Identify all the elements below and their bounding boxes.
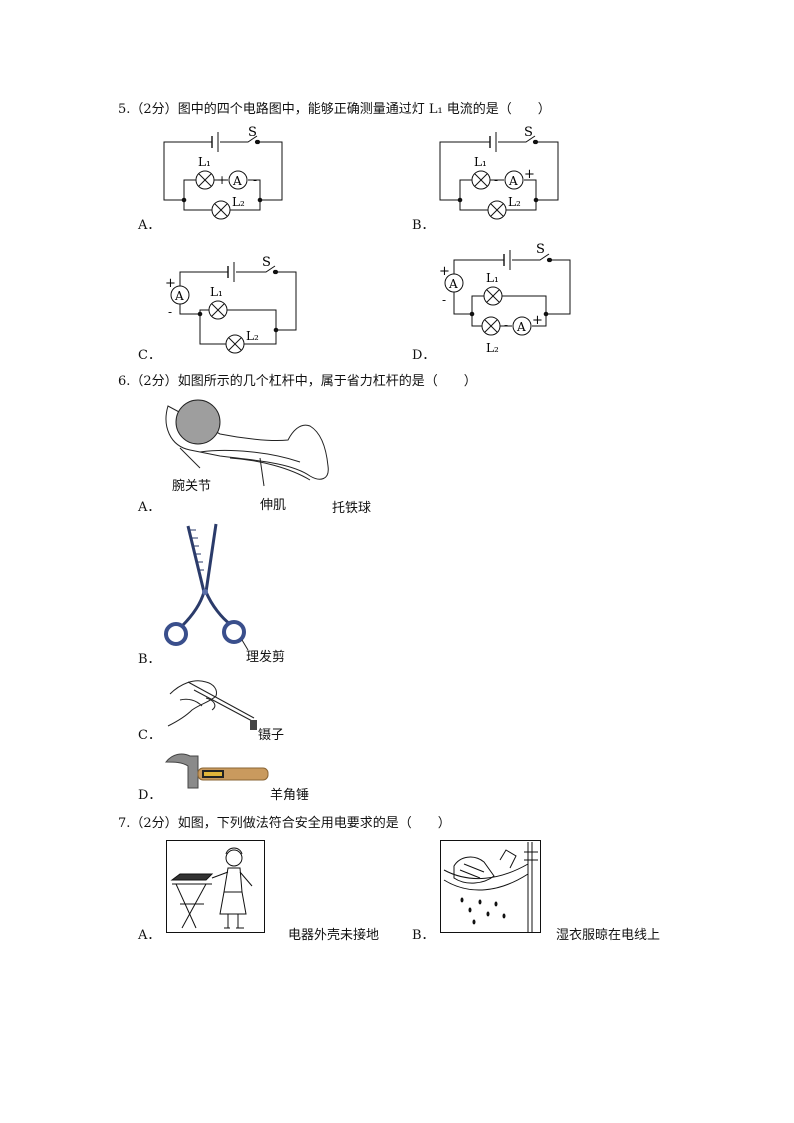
caption-wet-clothes-on-wire: 湿衣服晾在电线上 [556,928,661,943]
lamp-l1-label: L₁ [210,285,223,299]
option-letter: C． [138,348,161,363]
wet-clothes-on-wire-image [440,840,541,933]
switch-label: S [248,125,257,140]
pivot-screw-icon [202,589,208,595]
question-text: 如图所示的几个杠杆中，属于省力杠杆的是（ ） [177,374,477,389]
circuit-diagram-c: S A + - L₁ L₂ [165,255,297,354]
ammeter-label: A [508,174,518,188]
option-letter: C． [138,728,161,743]
hair-scissors-image [164,523,249,651]
question-points: （2分） [130,374,178,389]
tweezers-image [167,680,257,730]
circuit-diagram-a: S L₁ A + - L₂ [163,125,283,220]
question-text: 如图，下列做法符合安全用电要求的是（ ） [177,816,451,831]
caption-extensor-muscle: 伸肌 [260,498,287,513]
minus-terminal: - [253,173,257,187]
question-number: 7. [118,816,131,831]
circuit-diagram-d: S A + - L₁ A - + L₂ [439,242,571,355]
option-letter: B． [138,652,161,667]
minus-terminal: - [168,305,172,319]
lamp-l2-label: L₂ [232,195,245,209]
question-number: 5. [118,102,131,117]
ammeter-label: A [232,174,242,188]
caption-tweezers: 镊子 [258,728,285,743]
ammeter-label: A [516,320,526,334]
lamp-l2-label: L₂ [508,195,521,209]
plus-terminal: + [217,173,227,187]
option-letter: D． [138,788,162,803]
caption-wrist-joint: 腕关节 [172,479,212,494]
lamp-l2-label: L₂ [486,341,499,355]
lamp-l1-label: L₁ [486,271,499,285]
caption-claw-hammer: 羊角锤 [270,788,310,803]
circuit-diagram-b: S L₁ A - + L₂ [439,125,559,220]
minus-terminal: - [494,173,498,187]
question-5-stem: 5.（2分）图中的四个电路图中，能够正确测量通过灯 L₁ 电流的是（ ） [118,98,551,117]
caption-ungrounded-casing: 电器外壳未接地 [288,928,380,943]
switch-label: S [536,242,545,257]
arm-holding-iron-ball-image [165,399,329,487]
plus-terminal: + [165,276,176,291]
ungrounded-appliance-image [166,840,265,933]
question-points: （2分） [130,816,178,831]
ammeter-label: A [448,277,458,291]
iron-ball-icon [175,399,221,445]
option-letter: B． [412,928,435,943]
lamp-l2-label: L₂ [246,329,259,343]
question-6-stem: 6.（2分）如图所示的几个杠杆中，属于省力杠杆的是（ ） [118,370,477,389]
plus-terminal: + [439,264,450,279]
plus-terminal: + [524,167,535,182]
question-number: 6. [118,374,131,389]
question-7-stem: 7.（2分）如图，下列做法符合安全用电要求的是（ ） [118,812,451,831]
option-letter: D． [412,348,436,363]
switch-label: S [524,125,533,140]
claw-hammer-image [164,753,269,789]
switch-label: S [262,255,271,270]
option-letter: A． [138,218,161,233]
minus-terminal: - [504,318,508,332]
ammeter-label: A [174,289,184,303]
option-letter: A． [138,928,161,943]
lamp-l1-label: L₁ [198,155,211,169]
option-letter: A． [138,500,161,515]
caption-hair-scissors: 理发剪 [246,650,286,665]
small-object-icon [250,720,257,730]
plus-terminal: + [532,313,543,328]
finger-ring-icon [222,620,246,644]
question-text: 图中的四个电路图中，能够正确测量通过灯 L₁ 电流的是（ ） [177,102,551,117]
option-letter: B． [412,218,435,233]
lamp-l1-label: L₁ [474,155,487,169]
question-points: （2分） [130,102,178,117]
minus-terminal: - [442,293,446,307]
caption-holding-ball: 托铁球 [332,501,372,516]
finger-ring-icon [164,622,188,646]
